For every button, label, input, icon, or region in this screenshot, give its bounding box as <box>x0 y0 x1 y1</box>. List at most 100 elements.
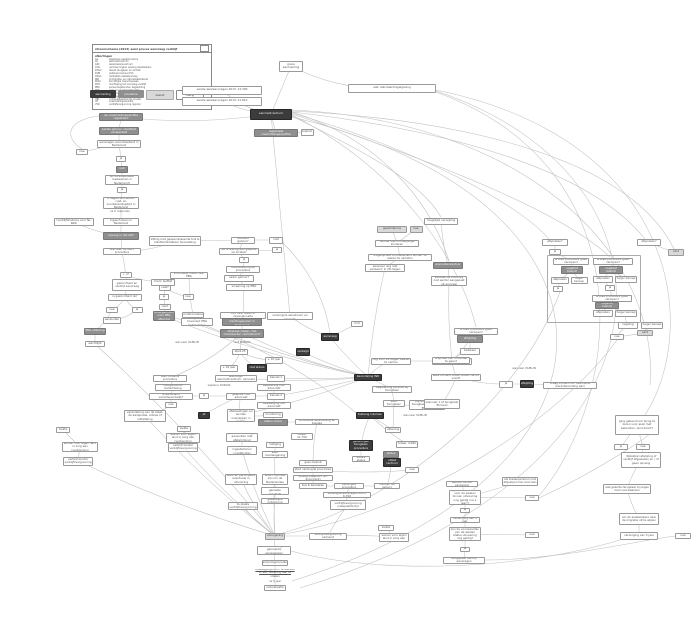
flow-node-T5: afspraken <box>551 276 569 284</box>
flow-node-H1: zijn de voorwaarden voor de asielen binn… <box>449 489 481 505</box>
legend-title-bar: stroomschema (2013) asiel proces aanvraa… <box>92 44 212 53</box>
flow-node-B5: afspraken <box>593 275 613 283</box>
flow-node-M17: start DUBLIN procedure <box>153 374 187 382</box>
flow-node-H3: ja <box>460 507 470 513</box>
flow-node-L6: rust <box>116 165 128 173</box>
flow-node-L18: ja <box>131 307 143 313</box>
flow-node-H2: nee <box>525 495 539 501</box>
flow-node-S2j: ja <box>499 380 513 388</box>
flow-node-F6: na 5 jaar <box>268 579 282 584</box>
flow-node-P19: onderzoek aanmelding en toeslag <box>295 419 339 425</box>
edge-R5-C3 <box>367 267 386 378</box>
flow-node-Lar: Already Received Covenant PBG behandelin… <box>181 318 213 326</box>
flow-node-stat2: eerste asielaanvragen 2014: 21.810 <box>182 96 262 106</box>
flow-node-P21: wonen voor eigen land in zorg aan (verbo… <box>166 433 200 443</box>
flow-node-M30: inloop genomen afwisselingen en worden o… <box>227 408 255 422</box>
flow-node-M18: wachtlijst, aanmeldcentrum, versneld <box>215 374 257 382</box>
flow-node-F1: inburgering <box>265 532 285 540</box>
edge-P17-F1 <box>241 449 276 537</box>
flow-node-M24: gesprek met advocaat <box>226 392 256 400</box>
flow-node-W1: ging gebeurd om terug te keren voor asie… <box>615 415 659 435</box>
flow-node-L7: wil de asielzoeker meewerken in Nederlan… <box>105 175 139 185</box>
flow-node-BL3: verblijf zonder verblijfsvergunning <box>63 456 93 466</box>
flow-node-F3: huisvesting gemeente aangewezen <box>257 545 291 555</box>
arc-2 <box>291 110 675 250</box>
flow-node-n1: grens aanmelding <box>279 60 303 72</box>
flow-node-S2: afwijzing <box>520 380 534 388</box>
flow-node-P3: tijdelijk paspoort (W-document) <box>293 475 333 481</box>
flow-node-L8: ja <box>117 187 127 193</box>
arc-17 <box>290 539 621 567</box>
flow-node-P12: geestelijke ontginning <box>261 498 289 504</box>
flow-node-M19: Kanaal 1 <box>267 374 285 382</box>
flow-node-B6: hoger beroep <box>615 275 637 283</box>
flow-node-M8: nader gehoor? <box>224 274 254 282</box>
flow-node-C4: toetsing inkomen <box>356 411 384 419</box>
arc-6 <box>291 109 651 386</box>
edge-M12-C3 <box>241 332 369 378</box>
flow-node-C2: hint <box>351 321 363 327</box>
flow-node-B9: negatief besluit <box>595 301 619 309</box>
flow-node-X1: PBG uitkering <box>84 327 106 335</box>
flow-node-L10: na 6 maanden <box>109 209 131 214</box>
edge-M9-M10 <box>242 286 245 316</box>
flow-node-E1: DNB, infocentrumleden, verzorgers aanstr… <box>267 312 313 320</box>
flow-node-C8: start terugkeer <box>383 399 405 407</box>
arc-13 <box>70 115 100 150</box>
flow-node-Lnee: nee <box>182 294 194 300</box>
flow-node-L2: eerste gehoor: identiteit vastgesteld <box>99 127 139 135</box>
flow-node-Ldb: doorstroomboek <box>182 312 204 318</box>
flow-node-S1b: bezwaar <box>460 347 480 355</box>
flow-node-P4: bus & bezoeken <box>299 483 327 489</box>
flow-node-M13: start-25 <box>232 349 248 355</box>
flow-node-L13: wachten op start procedure <box>103 247 141 255</box>
edge-P13-F1 <box>242 505 276 537</box>
flow-node-R1: geschillencie <box>377 225 407 233</box>
legend-title-text: stroomschema (2013) asiel proces aanvraa… <box>95 46 178 51</box>
flow-node-P16: (job start aanvragen aansluiten met afst… <box>226 432 258 442</box>
flow-node-Lja: ja <box>159 294 169 300</box>
flow-node-P13: te plaats verblijfsvergunning <box>228 502 258 510</box>
flow-node-M14: + 10 jaar <box>265 356 283 364</box>
flow-node-g1: registratie vreemdelingenpolitie <box>254 129 298 137</box>
flow-node-U3: regeling <box>618 321 638 329</box>
flow-node-MpL: wanneer DUBLIN <box>175 340 199 345</box>
arc-15 <box>282 242 331 334</box>
flow-node-C1: aanvraag <box>321 333 339 341</box>
arc-4 <box>291 114 477 328</box>
flow-node-SpD: wanneer DUBLIN <box>512 366 536 371</box>
flow-node-M1: zitting met gespecialiseerde tolk & klan… <box>149 236 201 246</box>
flow-node-H6: nee <box>525 532 539 538</box>
flow-node-Lnee2: nee? <box>159 304 171 310</box>
flow-node-W4: (tijdelijke) afwijzing of verblijf afgew… <box>621 452 661 468</box>
flow-node-S5: is sprake van in beroep te gaan? <box>432 356 470 364</box>
flow-node-W6: om de asielzoekers naar de migratie uit … <box>619 513 659 525</box>
arc-1 <box>291 111 646 240</box>
flow-node-R4: mogelijkheid om Nederland binnen 10 weke… <box>368 253 432 261</box>
flow-node-U2: eind <box>668 248 684 256</box>
flow-node-CpD: wanneer DUBLIN <box>403 413 427 418</box>
flow-node-P2: start verlengde procedure <box>293 467 333 473</box>
flow-node-P8: nee <box>405 467 419 473</box>
flow-node-hub: aanmeldcentrum <box>250 108 292 120</box>
flow-node-R5: wanneer nog niet verleend: in 28 dagen <box>365 264 405 272</box>
flow-node-F9: wonen voor eigen land in zorg aan <box>379 532 409 542</box>
flow-node-M7: voorbereiding op procedure <box>226 265 260 273</box>
flow-node-F2: verblijfsvergunning verleend <box>309 532 347 540</box>
flow-node-B11: hoger beroep <box>615 309 637 317</box>
flow-node-P9: verblijfsvergunning onbepaalde tijd <box>330 500 366 510</box>
arc-3 <box>291 113 611 258</box>
arc-5 <box>291 115 442 218</box>
flow-node-S8: wanneer 1 of terugkeer EU-land <box>424 399 460 409</box>
flow-node-B7: ja <box>605 285 615 291</box>
legend-swatch-aanmelding: aanmelding <box>90 90 116 98</box>
flow-node-P5: verlengde procedure <box>334 483 364 489</box>
